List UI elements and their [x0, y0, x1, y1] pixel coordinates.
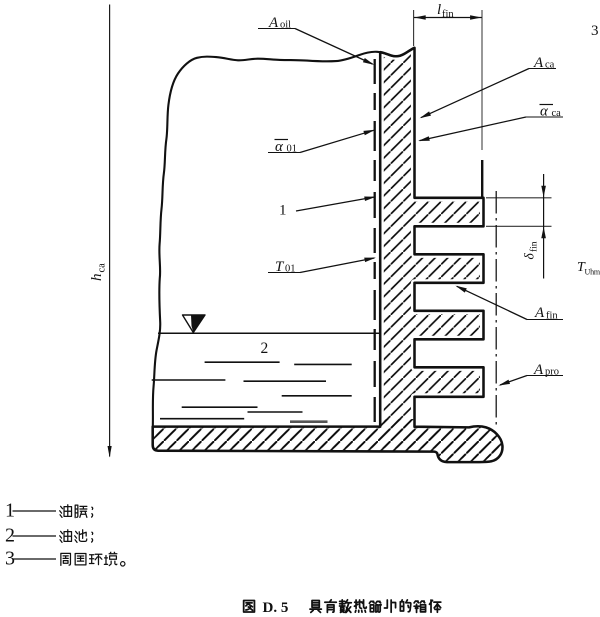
- svg-text:01: 01: [285, 264, 296, 275]
- svg-text:01: 01: [287, 144, 298, 155]
- svg-text:1: 1: [279, 203, 287, 219]
- svg-text:A: A: [533, 55, 544, 71]
- svg-text:3: 3: [5, 548, 15, 570]
- svg-text:1: 1: [5, 500, 15, 522]
- svg-text:2: 2: [5, 525, 15, 547]
- svg-text:pro: pro: [545, 367, 559, 378]
- svg-text:fin: fin: [529, 241, 540, 252]
- svg-text:α: α: [275, 139, 284, 155]
- svg-text:A: A: [533, 362, 544, 378]
- svg-text:α: α: [540, 104, 549, 120]
- svg-text:h: h: [89, 274, 105, 282]
- svg-text:ca: ca: [552, 108, 562, 119]
- svg-text:fin: fin: [546, 311, 558, 322]
- svg-text:fin: fin: [442, 9, 454, 20]
- svg-text:2: 2: [261, 340, 269, 357]
- svg-text:Uhm: Uhm: [585, 268, 600, 277]
- svg-text:A: A: [534, 305, 545, 321]
- svg-text:T: T: [577, 260, 586, 275]
- svg-text:oil: oil: [280, 20, 291, 31]
- svg-text:l: l: [437, 2, 441, 18]
- svg-text:3: 3: [591, 23, 599, 39]
- svg-text:D. 5: D. 5: [263, 600, 289, 616]
- svg-text:δ: δ: [522, 253, 537, 260]
- svg-text:T: T: [275, 259, 285, 275]
- svg-text:ca: ca: [97, 263, 108, 273]
- svg-text:A: A: [268, 15, 279, 31]
- svg-text:ca: ca: [545, 60, 555, 71]
